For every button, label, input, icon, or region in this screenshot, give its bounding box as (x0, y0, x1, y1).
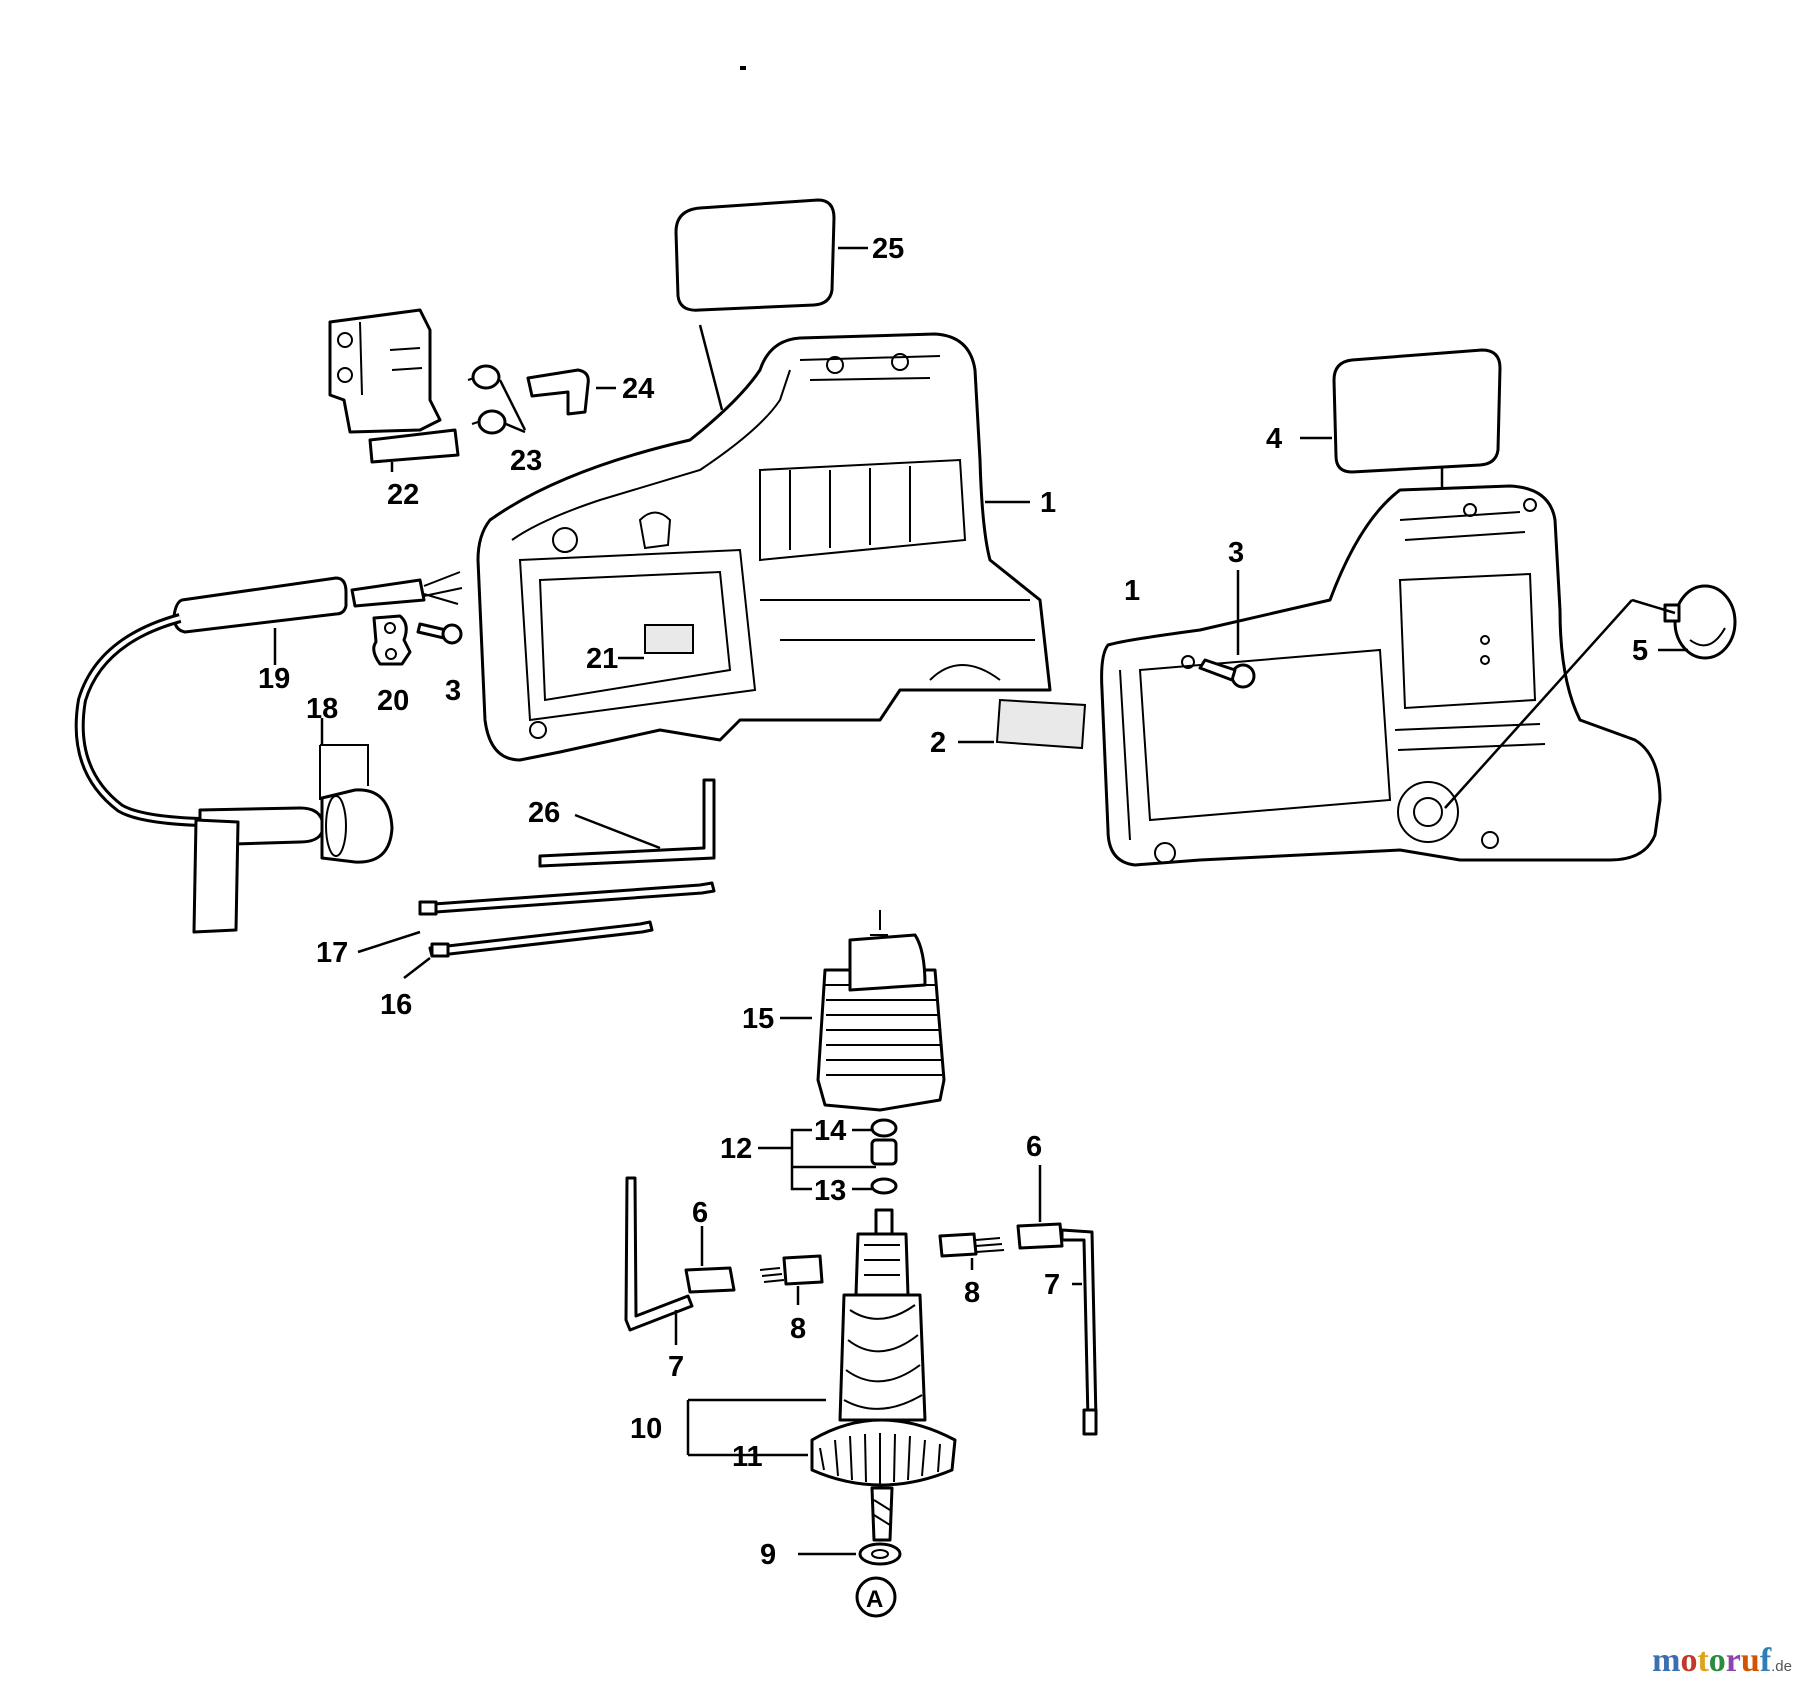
callout-8-right: 8 (964, 1277, 980, 1309)
reference-marker-a (855, 1576, 897, 1618)
callout-20: 20 (377, 685, 409, 717)
part-11-fan (686, 1398, 957, 1542)
part-15-stator (780, 910, 946, 1112)
callout-9: 9 (760, 1539, 776, 1571)
part-10-armature (838, 1208, 927, 1422)
watermark-letter-f: f (1759, 1642, 1772, 1679)
part-6-brush-holder-left (684, 1226, 736, 1294)
watermark-letter-u: u (1740, 1642, 1760, 1679)
motoruf-watermark: motoruf.de (1652, 1642, 1792, 1680)
part-3-screw-right (1181, 570, 1256, 689)
callout-26: 26 (528, 797, 560, 829)
part-23-screws (467, 364, 527, 435)
callout-14: 14 (814, 1115, 846, 1147)
callout-1-right: 1 (1124, 575, 1140, 607)
part-1-housing-left-half (476, 332, 1052, 762)
part-18-plug (192, 718, 394, 934)
callout-24: 24 (622, 373, 654, 405)
part-17-wire (357, 881, 716, 954)
callout-16: 16 (380, 989, 412, 1021)
part-14-13-bearing-set (758, 1118, 898, 1195)
callout-15: 15 (742, 1003, 774, 1035)
callout-8-left: 8 (790, 1313, 806, 1345)
part-25-label-plate (674, 198, 868, 411)
power-cable-inner (77, 616, 201, 824)
callout-3-left: 3 (445, 675, 461, 707)
callout-a: A (866, 1586, 883, 1613)
callout-7-right: 7 (1044, 1269, 1060, 1301)
callout-6-left: 6 (692, 1197, 708, 1229)
part-16-wire (403, 920, 654, 979)
part-4-label-plate (1300, 348, 1502, 590)
power-cable (74, 613, 201, 827)
part-3-screw-left (416, 622, 463, 645)
part-20-cable-clamp (372, 614, 412, 666)
callout-5: 5 (1632, 635, 1648, 667)
stray-mark (740, 66, 746, 70)
callout-1-left: 1 (1040, 487, 1056, 519)
callout-6-right: 6 (1026, 1131, 1042, 1163)
part-19-cable-sleeve (172, 571, 463, 665)
callout-4: 4 (1266, 423, 1282, 455)
part-2-filter-strip (958, 698, 1087, 750)
callout-19: 19 (258, 663, 290, 695)
callout-25: 25 (872, 233, 904, 265)
part-8-brush-left (759, 1254, 824, 1305)
watermark-suffix: .de (1771, 1658, 1792, 1675)
callout-23: 23 (510, 445, 542, 477)
callout-17: 17 (316, 937, 348, 969)
callout-21: 21 (586, 643, 618, 675)
callout-10: 10 (630, 1413, 662, 1445)
watermark-letter-o2: o (1708, 1642, 1726, 1679)
part-24-clip (526, 368, 616, 416)
part-22-switch (328, 308, 460, 472)
callout-7-left: 7 (668, 1351, 684, 1383)
part-6-brush-holder-right (1016, 1165, 1064, 1250)
watermark-letter-o: o (1680, 1642, 1698, 1679)
callout-22: 22 (387, 479, 419, 511)
callout-12: 12 (720, 1133, 752, 1165)
part-1-housing-right-half (1100, 484, 1662, 867)
watermark-letter-m: m (1652, 1642, 1681, 1679)
part-7-wire-left (624, 1176, 694, 1345)
callout-2: 2 (930, 727, 946, 759)
callout-11: 11 (732, 1441, 763, 1473)
part-8-brush-right (938, 1232, 1005, 1270)
callout-3-right: 3 (1228, 537, 1244, 569)
part-26-hex-key (538, 778, 716, 868)
part-9-washer (798, 1542, 902, 1566)
callout-13: 13 (814, 1175, 846, 1207)
watermark-letter-t: t (1697, 1642, 1709, 1679)
part-7-wire-right (1060, 1228, 1098, 1436)
callout-18: 18 (306, 693, 338, 725)
watermark-letter-r: r (1725, 1642, 1741, 1679)
part-5-cap (1444, 584, 1737, 809)
